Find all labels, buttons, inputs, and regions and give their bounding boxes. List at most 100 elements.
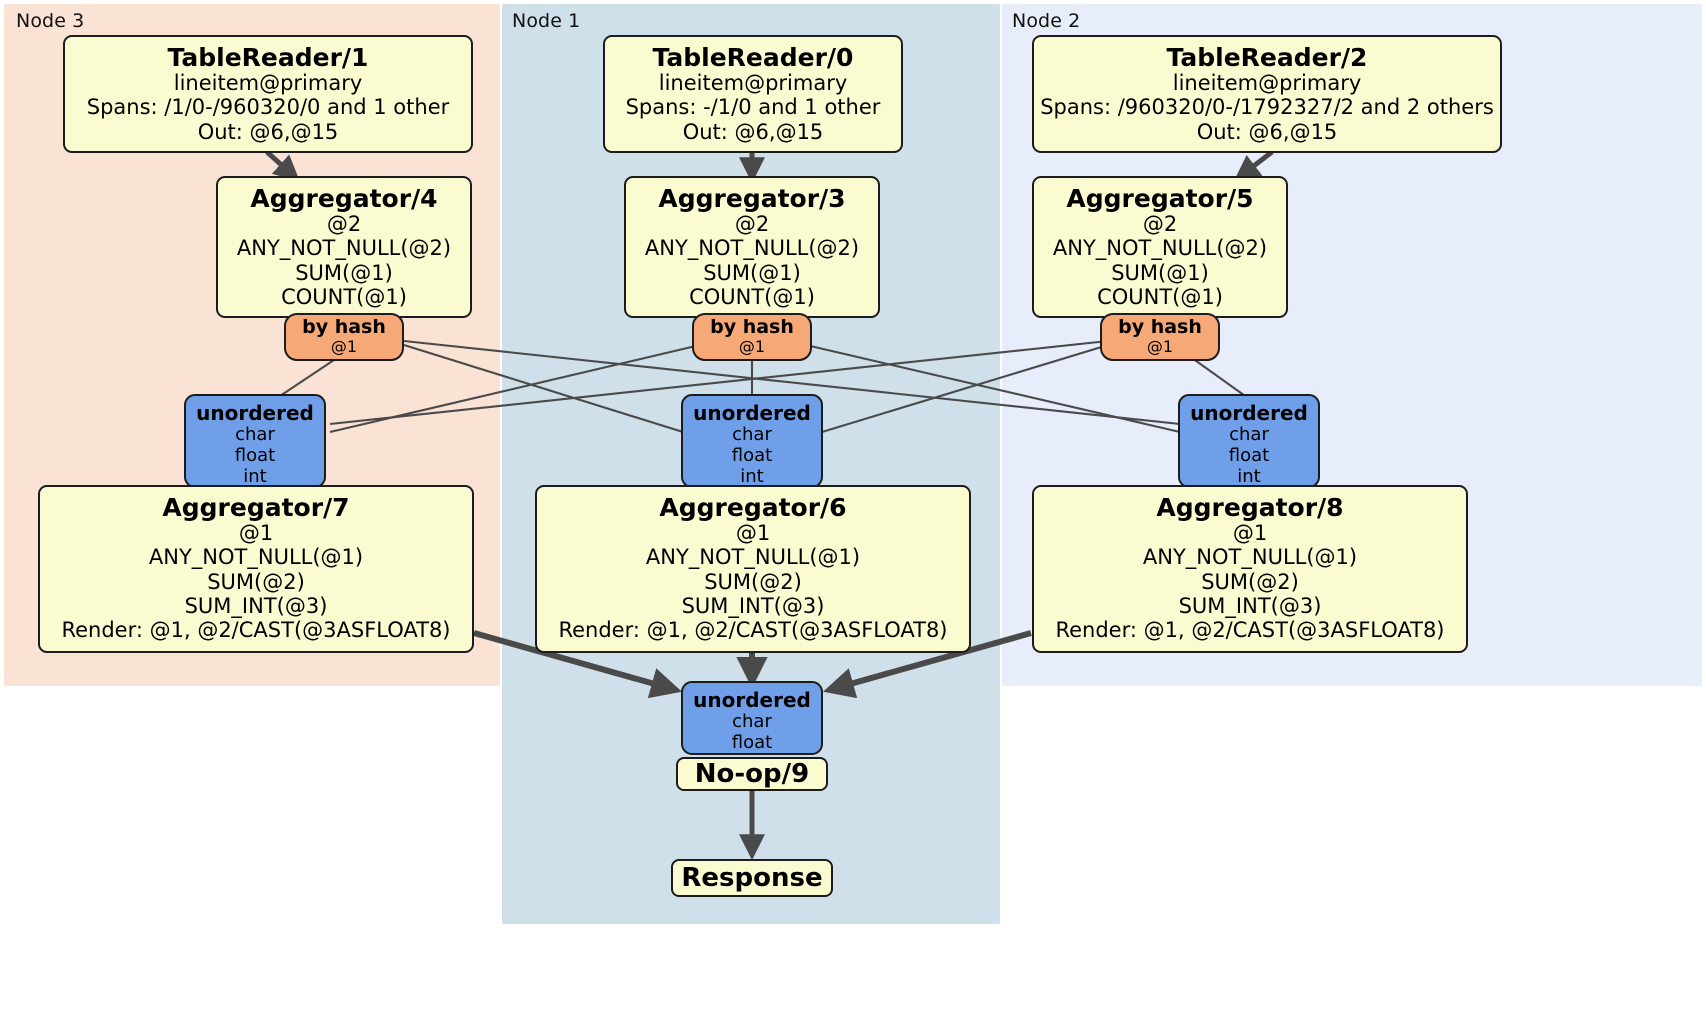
processor-detail: ANY_NOT_NULL(@1)	[1142, 545, 1358, 570]
processor-detail: ANY_NOT_NULL(@2)	[236, 236, 452, 261]
processor-detail: SUM_INT(@3)	[681, 594, 825, 619]
processor-detail: ANY_NOT_NULL(@1)	[148, 545, 364, 570]
processor-no-op-9[interactable]: No-op/9	[676, 757, 828, 791]
panel-label-node-2: Node 2	[1012, 10, 1081, 32]
processor-detail: SUM_INT(@3)	[184, 594, 328, 619]
processor-aggregator-8[interactable]: Aggregator/8 @1 ANY_NOT_NULL(@1) SUM(@2)…	[1032, 485, 1468, 653]
edge-hash5-rx8	[1191, 357, 1249, 399]
processor-detail: SUM(@2)	[207, 569, 305, 594]
processor-detail: Spans: /1/0-/960320/0 and 1 other	[86, 95, 450, 120]
input-synchronizer-unordered-8[interactable]: unordered char float int	[1178, 394, 1320, 488]
output-router-by-hash-4[interactable]: by hash @1	[284, 313, 404, 361]
output-router-by-hash-5[interactable]: by hash @1	[1100, 313, 1220, 361]
processor-detail: @1	[238, 521, 274, 545]
processor-detail: SUM(@1)	[1111, 260, 1209, 285]
processor-title: Aggregator/4	[250, 184, 438, 213]
input-synchronizer-unordered-7[interactable]: unordered char float int	[184, 394, 326, 488]
receiver-type: int	[1237, 466, 1261, 488]
router-detail: @1	[1146, 337, 1174, 357]
router-title: by hash	[302, 316, 386, 339]
processor-title: No-op/9	[694, 759, 810, 789]
processor-detail: @1	[1232, 521, 1268, 545]
processor-title: TableReader/2	[1166, 43, 1368, 72]
panel-label-node-3: Node 3	[16, 10, 85, 32]
processor-detail: Out: @6,@15	[1196, 119, 1338, 144]
edge-agg7-rxfinal	[473, 630, 683, 699]
processor-detail: @2	[326, 212, 362, 236]
processor-detail: SUM(@1)	[295, 260, 393, 285]
processor-detail: lineitem@primary	[658, 71, 848, 95]
processor-title: Aggregator/8	[1156, 493, 1344, 522]
processor-detail: Out: @6,@15	[682, 119, 824, 144]
receiver-type: int	[243, 466, 267, 488]
receiver-title: unordered	[1190, 401, 1308, 425]
receiver-type: char	[235, 424, 275, 445]
processor-title: Response	[681, 863, 823, 893]
processor-detail: SUM(@1)	[703, 260, 801, 285]
processor-tablereader-2[interactable]: TableReader/2 lineitem@primary Spans: /9…	[1032, 35, 1502, 153]
processor-tablereader-0[interactable]: TableReader/0 lineitem@primary Spans: -/…	[603, 35, 903, 153]
edge-hash4-rx6	[403, 343, 684, 434]
router-detail: @1	[330, 337, 358, 357]
input-synchronizer-unordered-6[interactable]: unordered char float int	[681, 394, 823, 488]
processor-render: Render: @1, @2/CAST(@3ASFLOAT8)	[1055, 618, 1445, 643]
processor-detail: SUM_INT(@3)	[1178, 594, 1322, 619]
processor-detail: @1	[735, 521, 771, 545]
receiver-type: char	[732, 424, 772, 445]
processor-aggregator-3[interactable]: Aggregator/3 @2 ANY_NOT_NULL(@2) SUM(@1)…	[624, 176, 880, 318]
processor-detail: lineitem@primary	[173, 71, 363, 95]
edge-hash4-rx7	[276, 357, 338, 399]
processor-title: TableReader/1	[167, 43, 369, 72]
receiver-title: unordered	[693, 688, 811, 712]
processor-title: Aggregator/7	[162, 493, 350, 522]
edge-hash5-rx6	[821, 343, 1109, 434]
receiver-title: unordered	[693, 401, 811, 425]
processor-detail: ANY_NOT_NULL(@1)	[645, 545, 861, 570]
processor-title: TableReader/0	[652, 43, 854, 72]
router-detail: @1	[738, 337, 766, 357]
processor-detail: @2	[1142, 212, 1178, 236]
processor-detail: lineitem@primary	[1172, 71, 1362, 95]
input-synchronizer-unordered-final[interactable]: unordered char float	[681, 681, 823, 755]
processor-aggregator-4[interactable]: Aggregator/4 @2 ANY_NOT_NULL(@2) SUM(@1)…	[216, 176, 472, 318]
output-router-by-hash-3[interactable]: by hash @1	[692, 313, 812, 361]
receiver-type: char	[1229, 424, 1269, 445]
processor-detail: COUNT(@1)	[689, 285, 815, 310]
processor-detail: SUM(@2)	[704, 569, 802, 594]
processor-tablereader-1[interactable]: TableReader/1 lineitem@primary Spans: /1…	[63, 35, 473, 153]
edge-agg8-rxfinal	[822, 630, 1032, 699]
receiver-type: int	[740, 466, 764, 488]
processor-render: Render: @1, @2/CAST(@3ASFLOAT8)	[558, 618, 948, 643]
processor-detail: Spans: /960320/0-/1792327/2 and 2 others	[1040, 95, 1494, 120]
processor-title: Aggregator/3	[658, 184, 846, 213]
edge-hash4-rx8	[403, 339, 1181, 426]
router-title: by hash	[1118, 316, 1202, 339]
processor-render: Render: @1, @2/CAST(@3ASFLOAT8)	[61, 618, 451, 643]
receiver-title: unordered	[196, 401, 314, 425]
router-title: by hash	[710, 316, 794, 339]
processor-detail: Spans: -/1/0 and 1 other	[625, 95, 881, 120]
processor-title: Aggregator/5	[1066, 184, 1254, 213]
processor-detail: COUNT(@1)	[281, 285, 407, 310]
receiver-type: float	[1228, 445, 1270, 467]
edge-tr2-agg5	[1233, 150, 1274, 182]
receiver-type: float	[234, 445, 276, 467]
processor-detail: ANY_NOT_NULL(@2)	[644, 236, 860, 261]
panel-label-node-1: Node 1	[512, 10, 581, 32]
receiver-type: char	[732, 711, 772, 732]
edge-hash5-rx7	[329, 339, 1109, 426]
processor-response[interactable]: Response	[671, 859, 833, 897]
processor-title: Aggregator/6	[659, 493, 847, 522]
processor-aggregator-5[interactable]: Aggregator/5 @2 ANY_NOT_NULL(@2) SUM(@1)…	[1032, 176, 1288, 318]
processor-detail: @2	[734, 212, 770, 236]
processor-aggregator-7[interactable]: Aggregator/7 @1 ANY_NOT_NULL(@1) SUM(@2)…	[38, 485, 474, 653]
processor-detail: SUM(@2)	[1201, 569, 1299, 594]
processor-aggregator-6[interactable]: Aggregator/6 @1 ANY_NOT_NULL(@1) SUM(@2)…	[535, 485, 971, 653]
receiver-type: float	[731, 732, 773, 754]
processor-detail: Out: @6,@15	[197, 119, 339, 144]
processor-detail: ANY_NOT_NULL(@2)	[1052, 236, 1268, 261]
receiver-type: float	[731, 445, 773, 467]
edge-tr1-agg4	[265, 150, 300, 182]
